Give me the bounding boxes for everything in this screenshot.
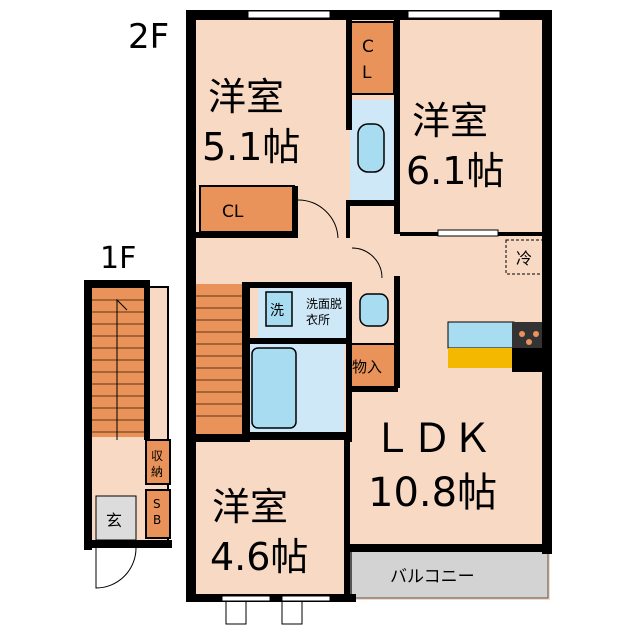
first-floor-storage-label-1: 収: [151, 449, 163, 463]
first-floor-wall-left: [84, 280, 92, 550]
balcony-label: バルコニー: [390, 567, 475, 587]
first-floor-wall-bottom: [84, 540, 172, 548]
bedroom-c-size: 4.6帖: [210, 535, 308, 579]
second-floor-block: [186, 10, 552, 625]
lower-floor-label: 1F: [100, 241, 136, 276]
ldk-size: 10.8帖: [368, 470, 497, 516]
entrance-door-swing: [95, 547, 137, 589]
balcony: [347, 547, 549, 599]
second-floor-stair-steps: [194, 295, 242, 417]
fridge-label: 冷: [516, 249, 532, 268]
first-floor-wall-top: [84, 280, 148, 288]
first-floor-storage-label-2: 納: [151, 465, 163, 479]
ldk-room: [398, 236, 548, 548]
closet-vertical-c: C: [362, 37, 374, 57]
bedroom-a-size: 5.1帖: [202, 125, 300, 169]
first-floor-wall-right: [144, 280, 150, 440]
closet-bedroom-b: [349, 21, 395, 95]
windows: [221, 10, 501, 602]
door-swings: [225, 199, 383, 625]
toilet-fixture: [357, 123, 385, 173]
second-floor-stairs: [194, 284, 242, 434]
washer-label: 洗: [270, 303, 284, 319]
entrance-label: 玄: [106, 511, 122, 530]
bathtub: [251, 347, 297, 429]
shoe-box-label-s: S: [153, 497, 161, 511]
bedroom-a-name: 洋室: [208, 75, 284, 119]
upper-floor-label: 2F: [128, 17, 169, 57]
bedroom-c-name: 洋室: [212, 485, 288, 529]
closet-vertical-l: L: [362, 63, 372, 83]
kitchen-counter: [448, 348, 512, 368]
kitchen-sink: [447, 321, 515, 349]
storage-label: 物入: [352, 358, 382, 376]
washroom-label-line1: 洗面脱: [306, 296, 342, 311]
bedroom-b-size: 6.1帖: [406, 149, 504, 193]
bedroom-b-name: 洋室: [412, 99, 488, 143]
shoe-box-label-b: B: [153, 513, 161, 527]
shoe-box: [145, 489, 171, 539]
closet-label: CL: [222, 202, 244, 222]
wash-basin: [359, 293, 389, 327]
first-floor-storage: [145, 439, 171, 485]
closet-bedroom-a: [199, 185, 295, 233]
stair-direction-arrow: [116, 298, 128, 440]
ldk-name: ＬＤＫ: [372, 416, 492, 462]
washer-space: [265, 291, 293, 327]
entrance: [95, 495, 137, 541]
first-floor-block: [84, 280, 172, 589]
washroom-label-line2: 衣所: [306, 312, 330, 327]
